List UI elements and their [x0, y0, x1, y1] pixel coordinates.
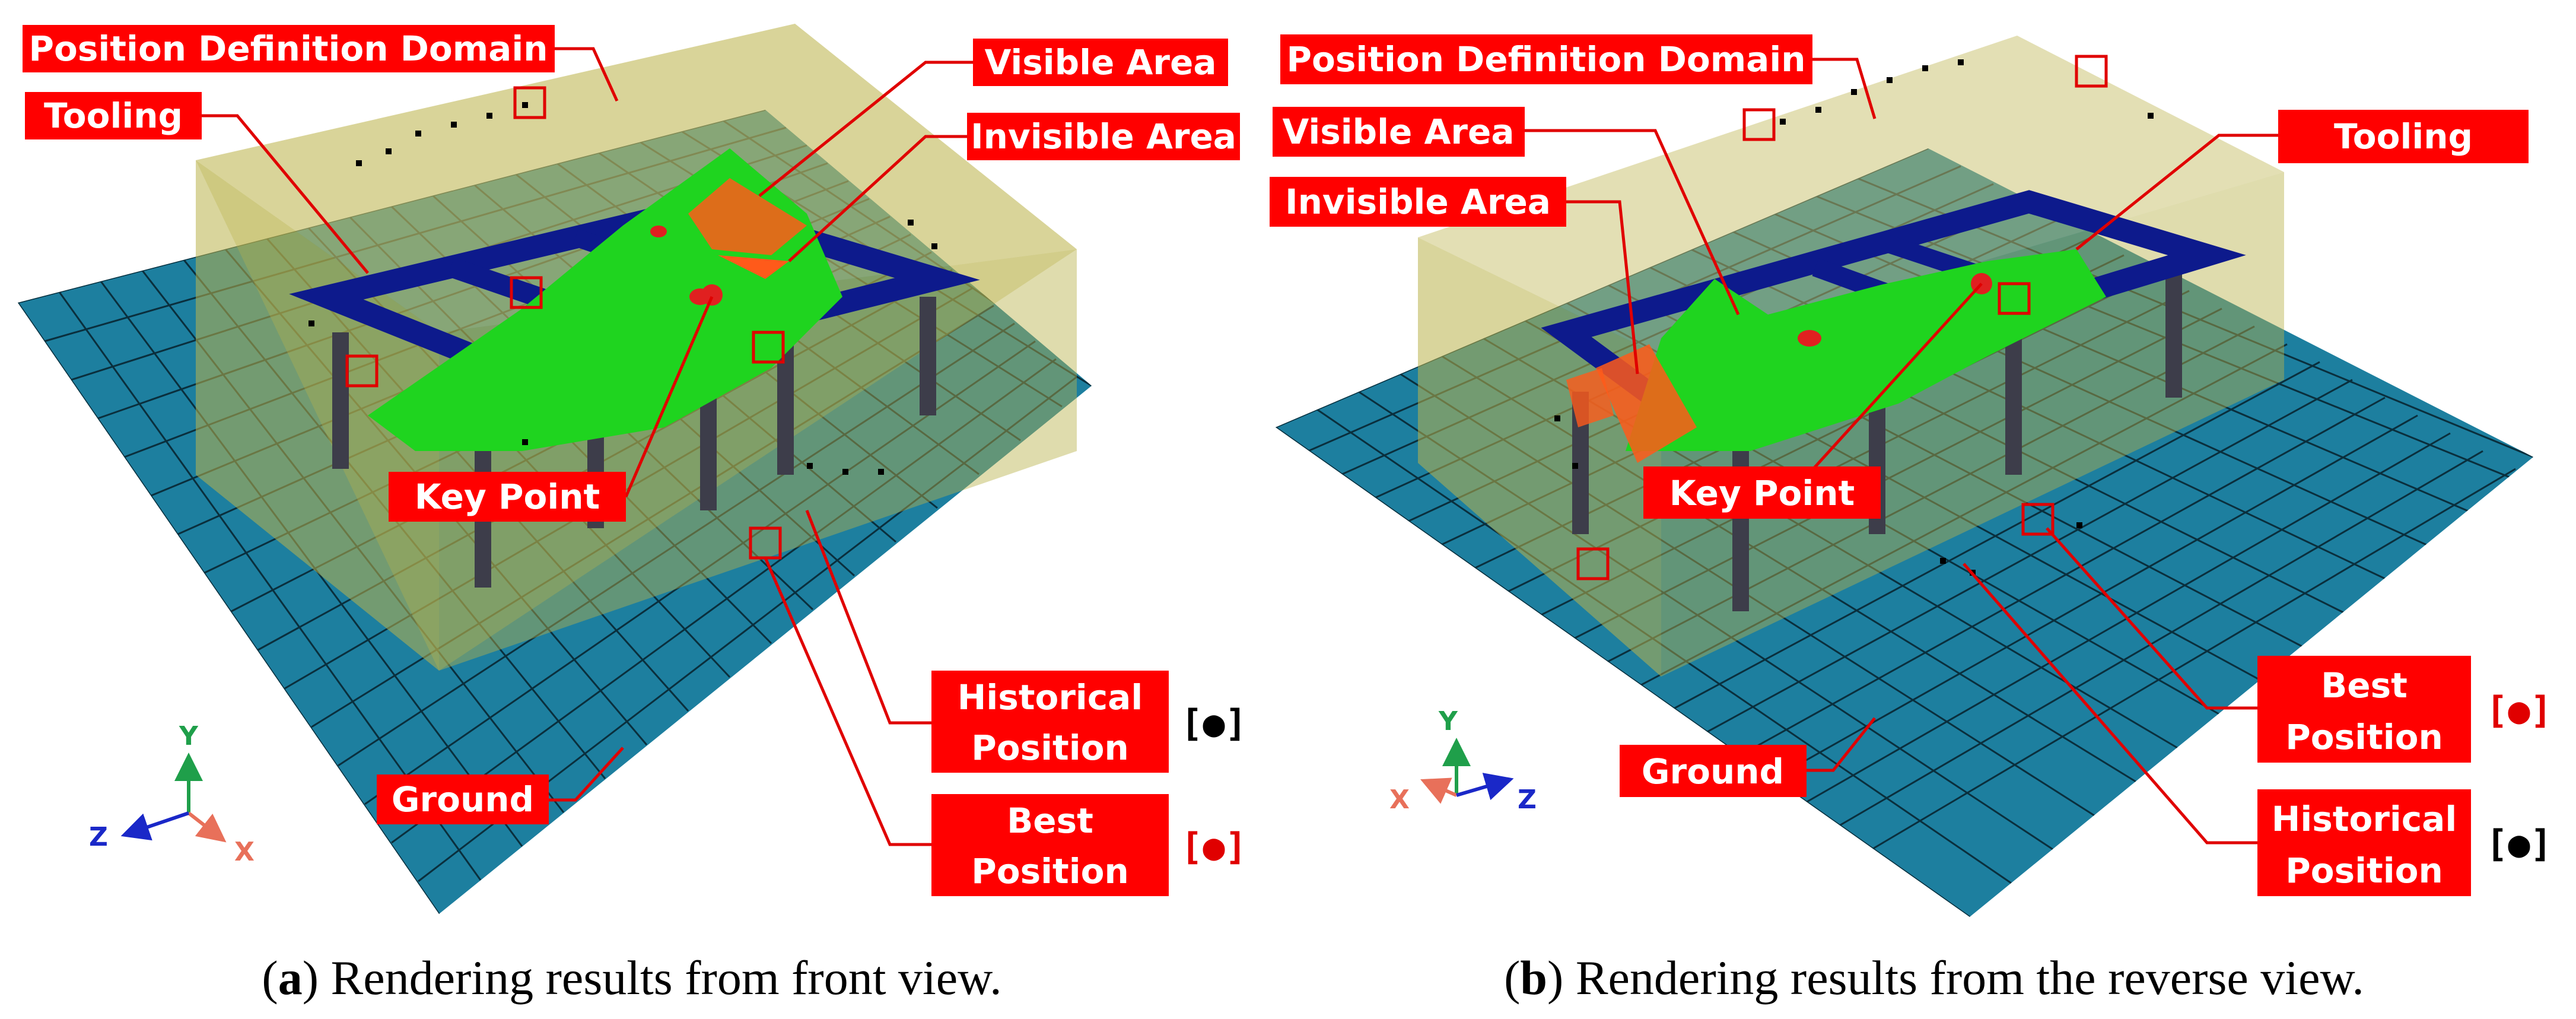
- label-ground-a: Ground: [377, 774, 549, 824]
- svg-text:Position Definition Domain: Position Definition Domain: [28, 28, 548, 69]
- leader-lines-a: [202, 47, 973, 846]
- svg-text:Position: Position: [2285, 850, 2443, 891]
- svg-text:Invisible Area: Invisible Area: [1285, 182, 1551, 222]
- legend-historical-a: [●]: [1181, 701, 1247, 745]
- panel-a: Y X Z Position Definition Domain Tooling…: [18, 24, 1247, 1005]
- svg-text:Tooling: Tooling: [2334, 116, 2473, 157]
- axis-z-label-b: Z: [1518, 785, 1537, 815]
- axis-y-label: Y: [179, 721, 199, 751]
- svg-text:Visible Area: Visible Area: [1282, 112, 1514, 152]
- label-key-point-b: Key Point: [1643, 466, 1881, 519]
- historical-dots-b: [1554, 59, 2154, 576]
- caption-b: (b) Rendering results from the reverse v…: [1504, 951, 2364, 1005]
- svg-text:Best: Best: [1007, 801, 1093, 841]
- axis-triad-b: Y X Z: [1389, 706, 1537, 815]
- svg-text:Key Point: Key Point: [1669, 473, 1855, 513]
- svg-text:Historical: Historical: [958, 677, 1143, 718]
- axis-x-label: X: [234, 837, 255, 867]
- legend-historical-b: [●]: [2486, 822, 2552, 865]
- part-b: [1566, 249, 2106, 463]
- label-position-domain-b: Position Definition Domain: [1280, 34, 1812, 84]
- label-tooling-a: Tooling: [25, 92, 202, 139]
- label-tooling-b: Tooling: [2278, 110, 2529, 163]
- svg-text:Position: Position: [971, 728, 1129, 768]
- svg-text:Position: Position: [2285, 717, 2443, 757]
- label-visible-area-b: Visible Area: [1273, 107, 1525, 157]
- axis-y-label-b: Y: [1438, 706, 1458, 737]
- label-best-position-a: Best Position: [931, 794, 1169, 896]
- svg-text:Historical: Historical: [2272, 799, 2457, 839]
- svg-text:Key Point: Key Point: [415, 477, 600, 517]
- svg-text:Invisible Area: Invisible Area: [971, 116, 1236, 157]
- label-invisible-area-a: Invisible Area: [967, 113, 1240, 160]
- label-best-position-b: Best Position: [2257, 656, 2471, 763]
- panel-b: Y X Z Position Definition Domain Visible…: [1270, 34, 2552, 1005]
- axis-x-label-b: X: [1389, 785, 1410, 815]
- axis-triad-a: Y X Z: [89, 721, 255, 867]
- svg-text:Ground: Ground: [392, 779, 534, 820]
- label-invisible-area-b: Invisible Area: [1270, 177, 1566, 227]
- svg-text:Visible Area: Visible Area: [984, 42, 1216, 82]
- svg-text:Tooling: Tooling: [44, 96, 183, 136]
- part-a: [368, 148, 842, 451]
- svg-text:Ground: Ground: [1642, 751, 1784, 792]
- svg-text:Position: Position: [971, 851, 1129, 891]
- label-visible-area-a: Visible Area: [973, 39, 1228, 86]
- label-historical-position-a: Historical Position: [931, 671, 1169, 773]
- axis-z-label: Z: [89, 822, 108, 852]
- legend-best-a: [●]: [1181, 825, 1247, 868]
- caption-a: (a) Rendering results from front view.: [262, 951, 1001, 1005]
- label-ground-b: Ground: [1620, 745, 1807, 797]
- label-position-domain-a: Position Definition Domain: [23, 25, 555, 72]
- svg-text:Best: Best: [2321, 665, 2408, 706]
- label-key-point-a: Key Point: [389, 472, 626, 522]
- leader-lines-b: [1525, 58, 2278, 845]
- label-historical-position-b: Historical Position: [2257, 789, 2471, 896]
- svg-text:Position Definition Domain: Position Definition Domain: [1286, 39, 1805, 80]
- highlight-markers-b: [1576, 55, 2108, 580]
- legend-best-b: [●]: [2486, 688, 2552, 732]
- historical-dots-a: [309, 102, 937, 475]
